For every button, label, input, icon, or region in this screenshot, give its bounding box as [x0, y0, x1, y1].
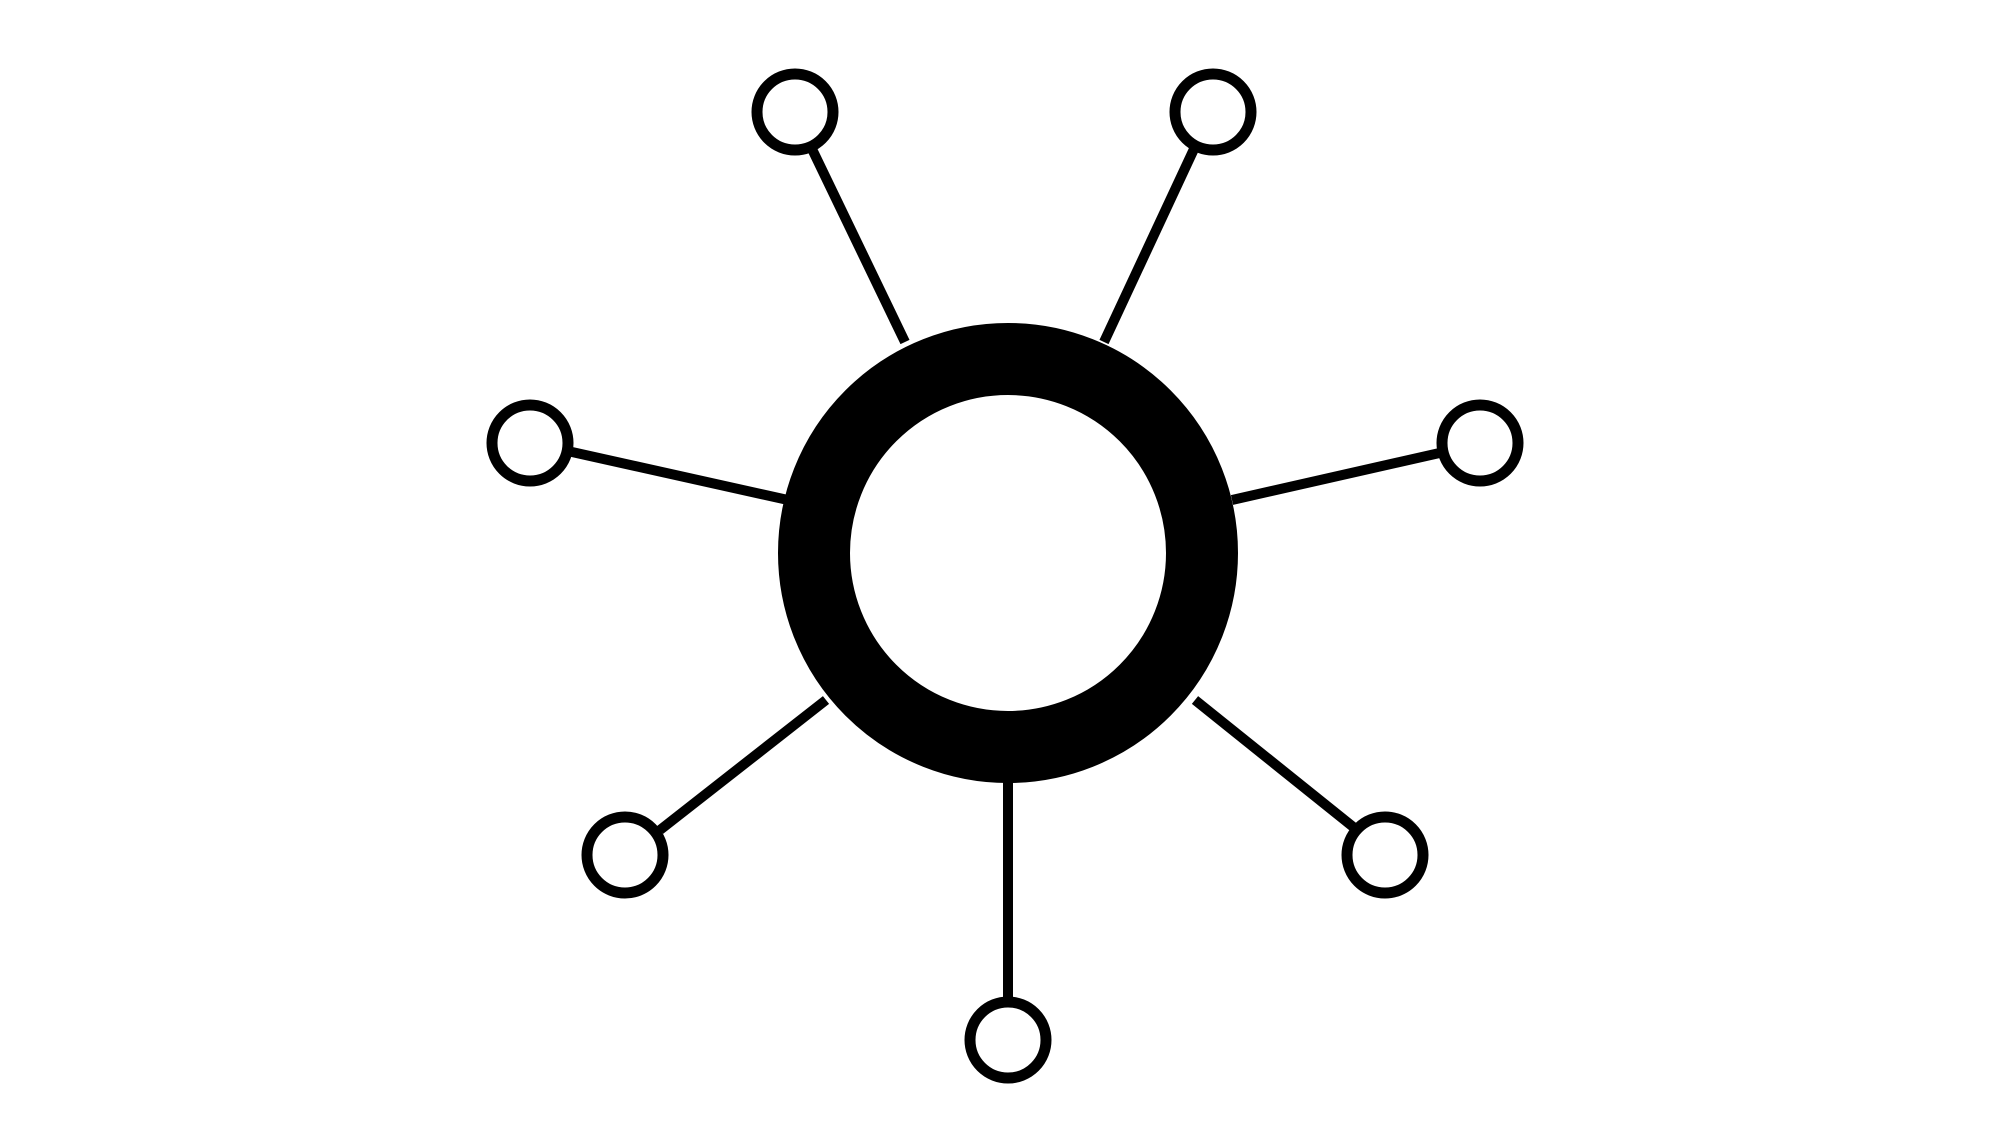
connector-line-right	[1230, 447, 1446, 505]
connector-line-left	[570, 447, 790, 505]
connector-line-bottom-right	[1191, 696, 1361, 834]
hub-ring	[778, 323, 1238, 783]
satellite-node-top-left	[751, 68, 839, 156]
connector-line-top-left	[807, 146, 910, 345]
connector-line-bottom-left	[656, 696, 830, 834]
satellite-nodes	[486, 68, 1524, 1084]
satellite-node-left	[486, 399, 574, 487]
satellite-node-right	[1436, 399, 1524, 487]
satellite-node-bottom-right	[1341, 811, 1429, 899]
satellite-node-bottom-left	[581, 811, 669, 899]
satellite-node-top-right	[1169, 68, 1257, 156]
connector-lines	[570, 146, 1446, 1000]
satellite-node-bottom	[964, 996, 1052, 1084]
connector-line-top-right	[1099, 146, 1199, 345]
